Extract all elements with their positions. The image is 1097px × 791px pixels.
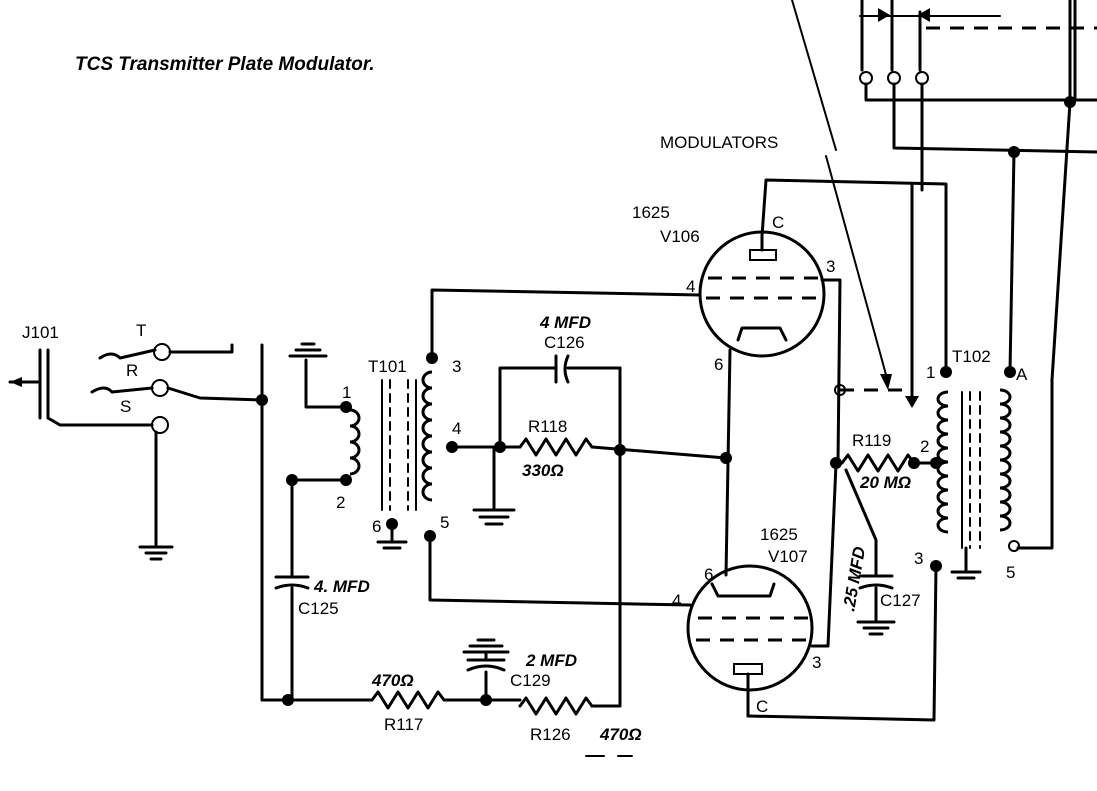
- r119-value: 20 MΩ: [859, 473, 911, 492]
- capacitor-c127: .25 MFD C127: [839, 468, 921, 636]
- resistor-r119: R119 20 MΩ: [840, 431, 916, 492]
- resistor-r117: 470Ω R117: [370, 671, 446, 734]
- contact-label-s: S: [120, 397, 131, 416]
- diagram-title: TCS Transmitter Plate Modulator.: [75, 54, 374, 75]
- transformer-t101: T101 1 2 3 4 5 6: [336, 352, 461, 550]
- v107-ref-label: V107: [768, 547, 808, 566]
- r126-value: 470Ω: [599, 725, 642, 744]
- t101-ref-label: T101: [368, 357, 407, 376]
- v106-pin-grid: 4: [686, 277, 695, 296]
- v107-pin-grid: 4: [672, 591, 681, 610]
- switch-block: [859, 0, 1097, 192]
- t102-pin-3: 3: [914, 549, 923, 568]
- tube-v106: 1625 V106 C 4 3 6: [632, 203, 835, 374]
- transformer-t102: T102 1 2 3 A 5: [914, 347, 1028, 582]
- contact-label-t: T: [136, 321, 146, 340]
- resistor-r126: R126 470Ω: [518, 696, 642, 744]
- t101-pin-1: 1: [342, 383, 351, 402]
- c127-value: .25 MFD: [839, 545, 869, 612]
- t102-pin-a: A: [1016, 365, 1028, 384]
- r118-ref: R118: [528, 417, 567, 436]
- t102-pin-2: 2: [920, 437, 929, 456]
- t102-pin-5: 5: [1006, 563, 1015, 582]
- v106-pin-cathode: 6: [714, 355, 723, 374]
- r119-ref: R119: [852, 431, 891, 450]
- resistor-r118: R118 330Ω: [518, 417, 594, 480]
- v107-pin-cathode: 6: [704, 565, 713, 584]
- contact-label-r: R: [126, 361, 138, 380]
- v107-pin-screen: 3: [812, 653, 821, 672]
- c129-value: 2 MFD: [525, 651, 577, 670]
- r117-value: 470Ω: [371, 671, 414, 690]
- v106-pin-plate: C: [772, 213, 784, 232]
- capacitor-c125: 4. MFD C125: [274, 575, 370, 702]
- jack-j101: J101 T R S: [8, 321, 264, 561]
- r126-ref: R126: [530, 725, 571, 744]
- modulators-label: MODULATORS: [660, 133, 778, 152]
- c125-ref: C125: [298, 599, 339, 618]
- t102-ref-label: T102: [952, 347, 991, 366]
- jack-ref-label: J101: [22, 323, 59, 342]
- r118-value: 330Ω: [522, 461, 564, 480]
- v106-type-label: 1625: [632, 203, 670, 222]
- capacitor-c126: 4 MFD C126: [498, 313, 622, 449]
- capacitor-c129: 2 MFD C129: [462, 638, 577, 702]
- c126-value: 4 MFD: [539, 313, 591, 332]
- c127-ref: C127: [880, 591, 921, 610]
- t101-pin-3: 3: [452, 357, 461, 376]
- c129-ref: C129: [510, 671, 551, 690]
- t101-pin-6: 6: [372, 517, 381, 536]
- t101-pin-2: 2: [336, 493, 345, 512]
- v106-pin-screen: 3: [826, 257, 835, 276]
- c125-value: 4. MFD: [313, 577, 370, 596]
- v107-type-label: 1625: [760, 525, 798, 544]
- t101-pin-5: 5: [440, 513, 449, 532]
- c126-ref: C126: [544, 333, 585, 352]
- v106-ref-label: V106: [660, 227, 700, 246]
- t101-pin-4: 4: [452, 419, 461, 438]
- v107-pin-plate: C: [756, 697, 768, 716]
- tube-v107: 1625 V107 6 4 3 C: [672, 525, 821, 718]
- t102-pin-1: 1: [926, 363, 935, 382]
- r117-ref: R117: [384, 715, 423, 734]
